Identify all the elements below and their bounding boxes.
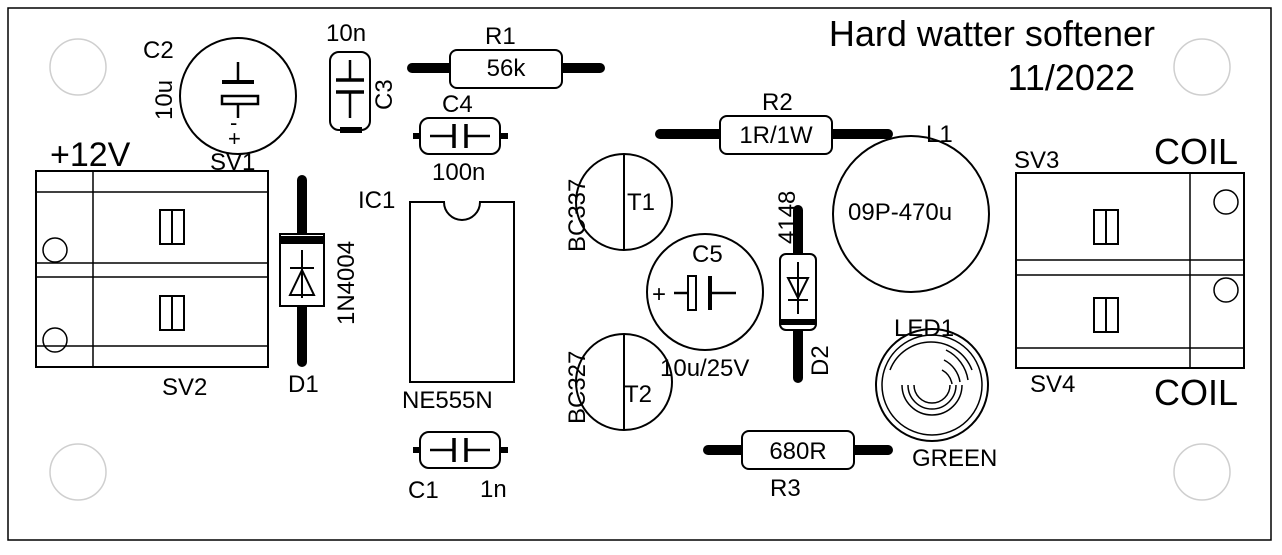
r1-resistor: R1 56k <box>407 23 605 89</box>
c5-plus: + <box>652 281 666 308</box>
led1-value: GREEN <box>912 445 997 472</box>
c3-capacitor: 10n C3 <box>326 20 398 133</box>
coil-label-bottom: COIL <box>1154 372 1238 413</box>
board-outline <box>7 7 1272 541</box>
r1-value: 56k <box>487 55 527 82</box>
r1-name: R1 <box>485 23 516 50</box>
c3-value: 10n <box>326 20 366 47</box>
r2-name: R2 <box>762 89 793 116</box>
c3-name: C3 <box>371 79 398 110</box>
t1-name: T1 <box>627 189 655 216</box>
c2-name: C2 <box>143 37 174 64</box>
mounting-hole-bottom-left <box>49 443 107 501</box>
r3-value: 680R <box>769 438 826 465</box>
d1-value: 1N4004 <box>333 241 360 325</box>
sv2-name: SV2 <box>162 374 207 401</box>
r2-value: 1R/1W <box>739 122 813 149</box>
r3-resistor: 680R R3 <box>703 430 893 502</box>
l1-value: 09P-470u <box>848 199 952 226</box>
ic1-chip: IC1 NE555N <box>358 187 515 414</box>
mounting-hole-bottom-right <box>1173 443 1231 501</box>
led1: LED1 GREEN <box>875 315 997 472</box>
power-label: +12V <box>50 136 131 174</box>
c4-value: 100n <box>432 159 485 186</box>
c1-value: 1n <box>480 476 507 503</box>
c1-capacitor: C1 1n <box>408 431 508 504</box>
sv2-terminal-block: SV1 SV2 <box>35 149 269 401</box>
c4-name: C4 <box>442 91 473 118</box>
sv3-sv4-terminal-block: SV3 SV4 <box>1014 147 1245 398</box>
coil-label-top: COIL <box>1154 131 1238 172</box>
d1-diode: 1N4004 D1 <box>279 175 360 398</box>
t2-value: BC327 <box>564 351 591 424</box>
d2-value: 4148 <box>774 191 801 244</box>
ic1-name: IC1 <box>358 187 395 214</box>
mounting-hole-top-right <box>1173 38 1231 96</box>
mounting-holes <box>49 38 1231 501</box>
sv1-name: SV1 <box>210 149 255 176</box>
sv3-name: SV3 <box>1014 147 1059 174</box>
board-title: Hard watter softener <box>829 13 1155 54</box>
l1-name: L1 <box>926 121 953 148</box>
ic1-value: NE555N <box>402 387 493 414</box>
c4-capacitor: C4 100n <box>413 91 508 186</box>
board-date: 11/2022 <box>1008 57 1135 98</box>
c1-name: C1 <box>408 477 439 504</box>
c5-name: C5 <box>692 241 723 268</box>
mounting-hole-top-left <box>49 38 107 96</box>
sv4-name: SV4 <box>1030 371 1075 398</box>
d2-name: D2 <box>807 345 834 376</box>
t2-transistor: T2 BC327 <box>564 333 673 431</box>
c2-value: 10u <box>151 80 178 120</box>
r3-name: R3 <box>770 475 801 502</box>
t2-name: T2 <box>624 381 652 408</box>
c5-capacitor: C5 + 10u/25V <box>646 233 764 382</box>
led1-name: LED1 <box>894 315 954 342</box>
d1-name: D1 <box>288 371 319 398</box>
r2-resistor: R2 1R/1W <box>655 89 893 155</box>
c2-plus: + <box>228 126 241 151</box>
c2-minus: - <box>230 110 237 135</box>
l1-inductor: L1 09P-470u <box>832 121 990 293</box>
t1-transistor: T1 BC337 <box>564 152 673 252</box>
d2-diode: 4148 D2 <box>774 191 834 383</box>
t1-value: BC337 <box>564 179 591 252</box>
c2-capacitor: C2 10u - + <box>143 37 297 155</box>
c5-value: 10u/25V <box>660 355 749 382</box>
